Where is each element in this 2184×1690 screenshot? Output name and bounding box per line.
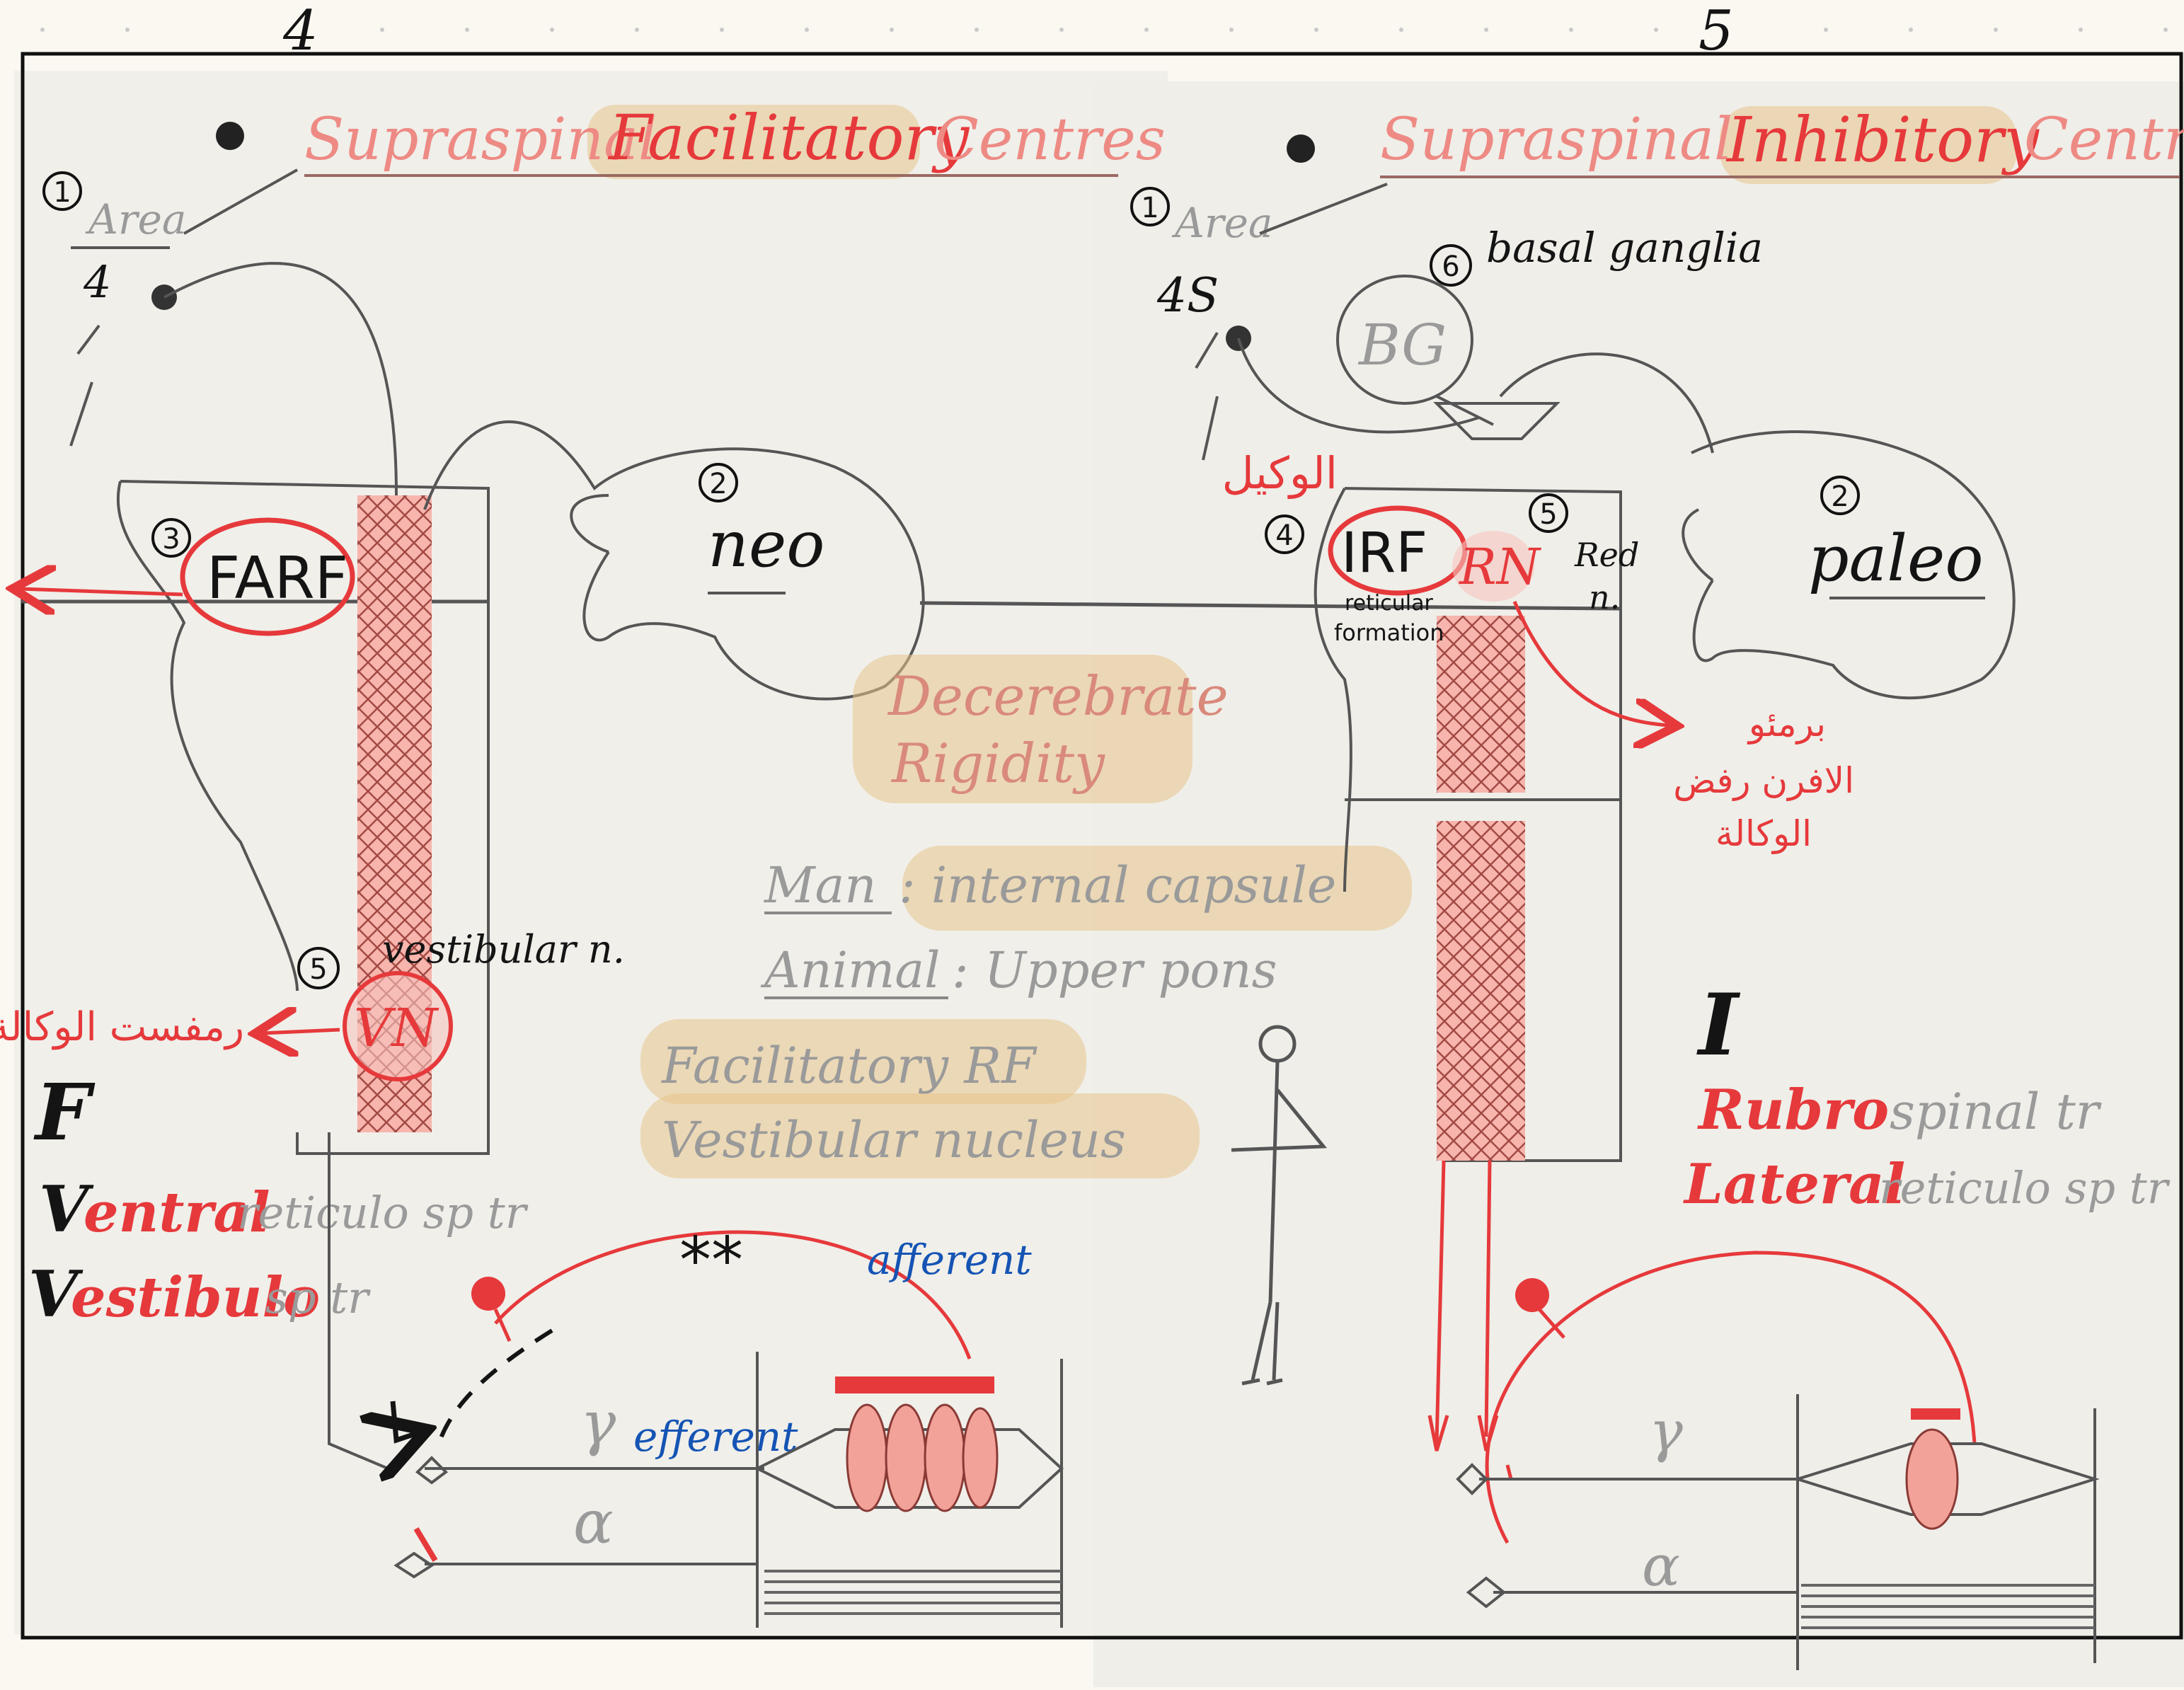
right-spindle-bar: [1911, 1408, 1960, 1420]
right-cerebellum-number: 2: [1831, 481, 1849, 513]
top-dot-grid: [40, 28, 2168, 32]
arabic-right-1: برمئو: [1747, 703, 1826, 745]
farf-number: 3: [162, 523, 180, 556]
inhibitory-letter: I: [1696, 975, 1741, 1075]
right-tract2-rest: reticulo sp tr: [1879, 1162, 2171, 1214]
right-area-label: Area: [1171, 199, 1273, 247]
tract1-rest: reticulo sp tr: [237, 1187, 529, 1238]
irf-caption-2: formation: [1334, 619, 1444, 646]
right-column-lower: [1437, 821, 1525, 1161]
area-value: 4: [83, 256, 111, 308]
right-tract2-name: Lateral: [1683, 1152, 1905, 1217]
area-label: Area: [85, 195, 187, 243]
left-title-suffix: Centres: [934, 106, 1166, 173]
vn-label: VN: [354, 998, 439, 1059]
bullet-dot-right: [1287, 134, 1315, 163]
afferent-neuron: [471, 1277, 505, 1311]
decerebrate-line1: Decerebrate: [887, 665, 1229, 728]
right-alpha-symbol: α: [1642, 1533, 1680, 1599]
facilitatory-letter: F: [33, 1067, 96, 1158]
alpha-symbol: α: [573, 1488, 614, 1557]
right-title-emphasis: Inhibitory: [1725, 103, 2040, 176]
afferent-label: afferent: [867, 1236, 1032, 1284]
vn-caption: vestibular n.: [382, 927, 625, 972]
cerebellum-number: 2: [709, 468, 727, 500]
man-label: Man: [763, 856, 877, 914]
rn-number: 5: [1539, 498, 1557, 531]
left-title-prefix: Supraspinal: [304, 106, 657, 173]
fac-line1: Facilitatory RF: [660, 1037, 1038, 1095]
right-tract1-name: Rubro: [1697, 1078, 1889, 1142]
farf-label: FARF: [207, 545, 348, 612]
efferent-label: efferent: [633, 1413, 798, 1461]
animal-label: Animal: [760, 941, 941, 999]
irf-caption-1: reticular: [1345, 591, 1433, 616]
animal-value: : Upper pons: [952, 941, 1277, 999]
page-number-left: 4: [282, 0, 318, 63]
gamma-symbol: γ: [580, 1389, 616, 1458]
right-column-upper: [1437, 616, 1525, 793]
arabic-right-2: الافرن رفض: [1673, 760, 1854, 801]
page-number-right: 5: [1699, 0, 1734, 63]
bg-label: BG: [1357, 312, 1447, 378]
vn-number: 5: [309, 953, 327, 986]
right-tract1-rest: spinal tr: [1890, 1083, 2102, 1141]
man-value: : internal capsule: [899, 856, 1336, 914]
rn-label: RN: [1458, 538, 1542, 596]
cerebellum-label: neo: [708, 507, 824, 582]
right-cerebellum-label: paleo: [1808, 522, 1984, 596]
bullet-dot: [216, 122, 244, 150]
bg-number: 6: [1442, 251, 1459, 283]
right-muscle-spindle: [1907, 1430, 1958, 1529]
rn-caption-2: n.: [1589, 578, 1620, 616]
irf-number: 4: [1275, 519, 1293, 552]
right-area-value: 4S: [1156, 268, 1219, 323]
area-number: 1: [53, 176, 71, 209]
bg-caption: basal ganglia: [1486, 224, 1763, 272]
right-gamma-symbol: γ: [1649, 1398, 1683, 1464]
rn-caption-1: Red: [1574, 536, 1639, 574]
right-title-suffix: Centres: [2024, 106, 2184, 173]
decerebrate-line2: Rigidity: [890, 732, 1105, 795]
right-title-prefix: Supraspinal: [1380, 106, 1732, 173]
spindle-bar: [835, 1376, 994, 1393]
fac-line2: Vestibular nucleus: [662, 1111, 1126, 1169]
arabic-right-3: الوكالة: [1715, 813, 1812, 854]
right-afferent-neuron: [1515, 1278, 1549, 1312]
tract2-rest: sp tr: [265, 1272, 371, 1323]
arabic-top-note: الوكيل: [1222, 447, 1338, 499]
left-title-emphasis: Facilitatory: [607, 101, 970, 174]
irf-label: IRF: [1341, 522, 1427, 585]
stars: **: [679, 1224, 743, 1298]
vn-arabic-note: رمفست الوكالة: [0, 1004, 244, 1050]
right-area-number: 1: [1141, 192, 1159, 224]
